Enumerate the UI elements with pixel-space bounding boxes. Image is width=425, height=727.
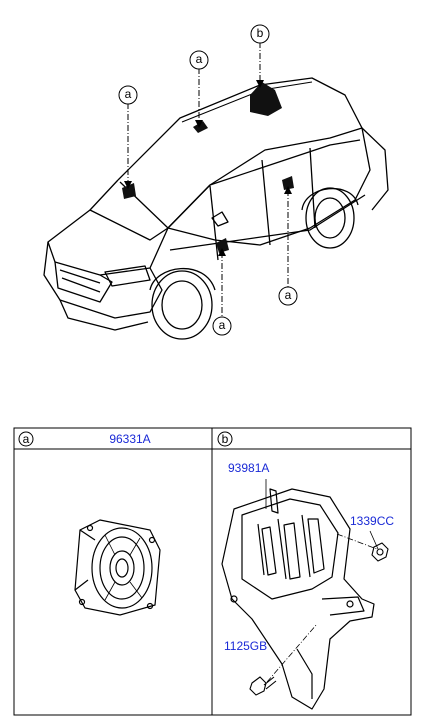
part-number-1125GB: 1125GB	[224, 639, 268, 653]
callout-a-rear-door: a	[284, 288, 292, 302]
speaker-unit-icon	[74, 519, 161, 616]
callout-circles	[118, 24, 298, 336]
table-callout-a: a	[22, 432, 30, 446]
hex-bolt-icon	[249, 676, 277, 696]
windshield-speaker-marker	[122, 183, 136, 199]
front-door-speaker-marker	[216, 238, 229, 253]
roof-speaker-marker	[250, 82, 282, 116]
speaker-bracket-icon	[221, 488, 375, 710]
flange-nut-icon	[371, 542, 389, 562]
callout-a-windshield: a	[124, 87, 132, 101]
callout-a-front-door: a	[218, 318, 226, 332]
part-number-1339CC: 1339CC	[350, 514, 395, 528]
table-callout-b: b	[221, 432, 229, 446]
speaker-locations	[122, 82, 294, 253]
bracket-assembly	[221, 479, 389, 710]
callout-b-top: b	[256, 26, 264, 40]
part-number-96331A: 96331A	[109, 432, 151, 446]
part-number-93981A: 93981A	[228, 461, 270, 475]
leader-arrowheads	[124, 80, 292, 256]
roof-front-speaker-marker	[193, 121, 208, 133]
callout-a-roof: a	[195, 52, 203, 66]
leader-lines	[127, 42, 289, 318]
vehicle-diagram	[43, 24, 389, 340]
car-outline-icon	[43, 77, 389, 340]
rear-door-speaker-marker	[282, 176, 294, 190]
